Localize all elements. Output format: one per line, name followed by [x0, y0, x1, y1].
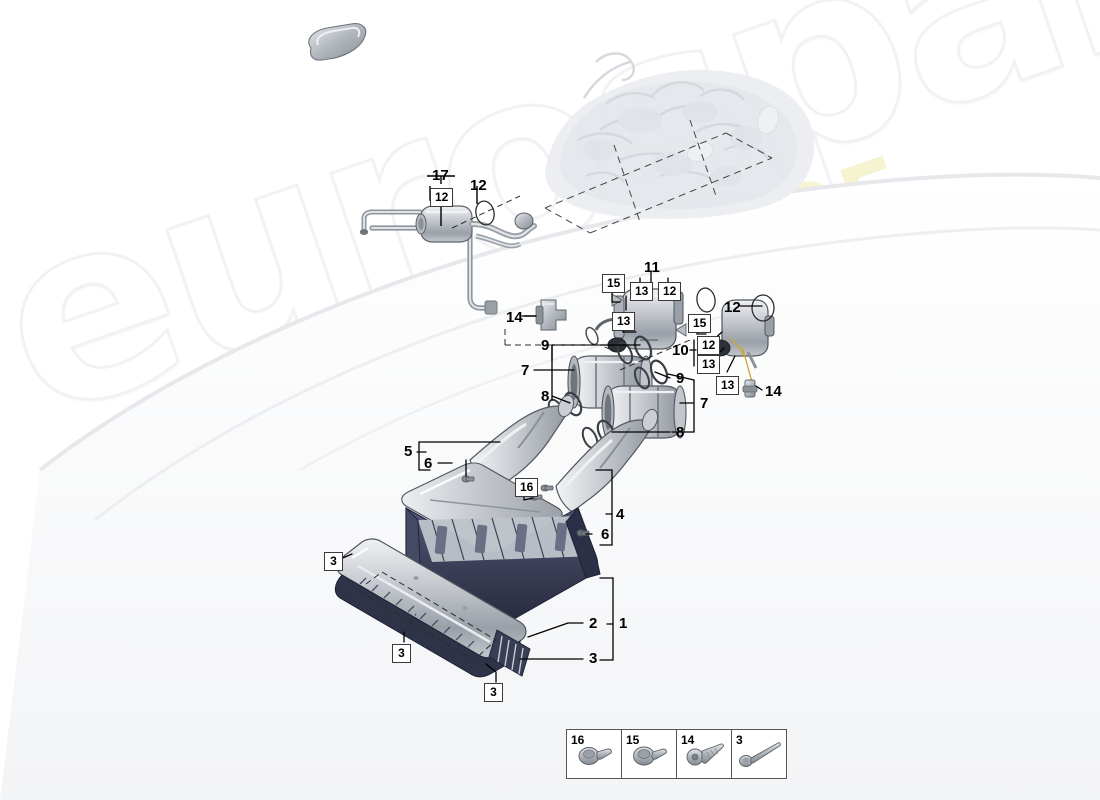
sensor-14-left — [524, 299, 567, 331]
legend-number-14: 14 — [681, 733, 695, 747]
legend-item-16: 16 — [567, 730, 622, 778]
callout-6-right: 6 — [601, 526, 610, 543]
oval-cover-part — [308, 23, 367, 61]
long-thin-screw-icon — [739, 742, 781, 767]
clamp-9-left — [616, 335, 653, 365]
callout-6-left: 6 — [424, 455, 433, 472]
callout-12-a: 12 — [470, 177, 487, 194]
callout-11: 11 — [644, 259, 660, 276]
callout-3-box-c: 3 — [484, 683, 503, 702]
screw-6-right — [576, 529, 590, 537]
hex-head-bolt-icon — [686, 743, 724, 766]
callout-13-box-b: 13 — [612, 312, 636, 331]
callout-7-right: 7 — [700, 395, 709, 412]
callout-3-box-b: 3 — [392, 644, 411, 663]
o-ring-12-valve — [751, 294, 775, 322]
charge-air-cooler-lower — [334, 538, 531, 678]
callout-15-box-b: 15 — [688, 314, 712, 333]
o-ring-12 — [475, 200, 495, 226]
callout-14-right: 14 — [765, 383, 782, 400]
callout-1: 1 — [619, 615, 628, 632]
callout-10: 10 — [672, 342, 689, 359]
callout-16-box: 16 — [515, 478, 539, 497]
screw-6-upper — [461, 475, 554, 492]
legend-number-16: 16 — [571, 733, 585, 747]
legend-item-14: 14 — [677, 730, 732, 778]
valve-body-17 — [415, 205, 473, 243]
callout-3-box-a: 3 — [324, 552, 343, 571]
callout-3-plain: 3 — [589, 650, 598, 667]
sensor-14-right — [742, 379, 758, 398]
callout-12-box-c: 12 — [697, 336, 721, 355]
legend-item-3: 3 — [732, 730, 786, 778]
callout-12-box-b: 12 — [658, 282, 682, 301]
callout-12-box-a: 12 — [430, 188, 454, 207]
callout-15-box-a: 15 — [602, 274, 626, 293]
callout-14-left: 14 — [506, 309, 523, 326]
pan-head-screw-icon — [633, 746, 667, 766]
air-duct-right — [555, 408, 659, 513]
callout-13-box-d: 13 — [716, 376, 740, 395]
legend-item-15: 15 — [622, 730, 677, 778]
callout-5: 5 — [404, 443, 413, 460]
callout-4: 4 — [616, 506, 625, 523]
callout-12-b: 12 — [724, 299, 741, 316]
legend-number-15: 15 — [626, 733, 640, 747]
clamp-9-right — [633, 359, 669, 390]
callout-9-right: 9 — [676, 370, 685, 387]
o-ring-12-throttle — [696, 287, 716, 313]
fastener-legend: 16 15 14 — [566, 729, 787, 779]
callout-7-left: 7 — [521, 362, 530, 379]
callout-13-box-a: 13 — [630, 282, 654, 301]
legend-number-3: 3 — [736, 733, 743, 747]
callout-8-right: 8 — [676, 424, 685, 441]
callout-13-box-c: 13 — [697, 355, 721, 374]
callout-9-left: 9 — [541, 337, 550, 354]
vacuum-pipe-assembly — [359, 175, 537, 315]
callout-17: 17 — [432, 167, 449, 184]
callout-2: 2 — [589, 615, 598, 632]
callout-8-left: 8 — [541, 388, 550, 405]
ghosted-engine-illustration — [544, 52, 815, 234]
pan-head-screw-icon — [578, 747, 612, 765]
